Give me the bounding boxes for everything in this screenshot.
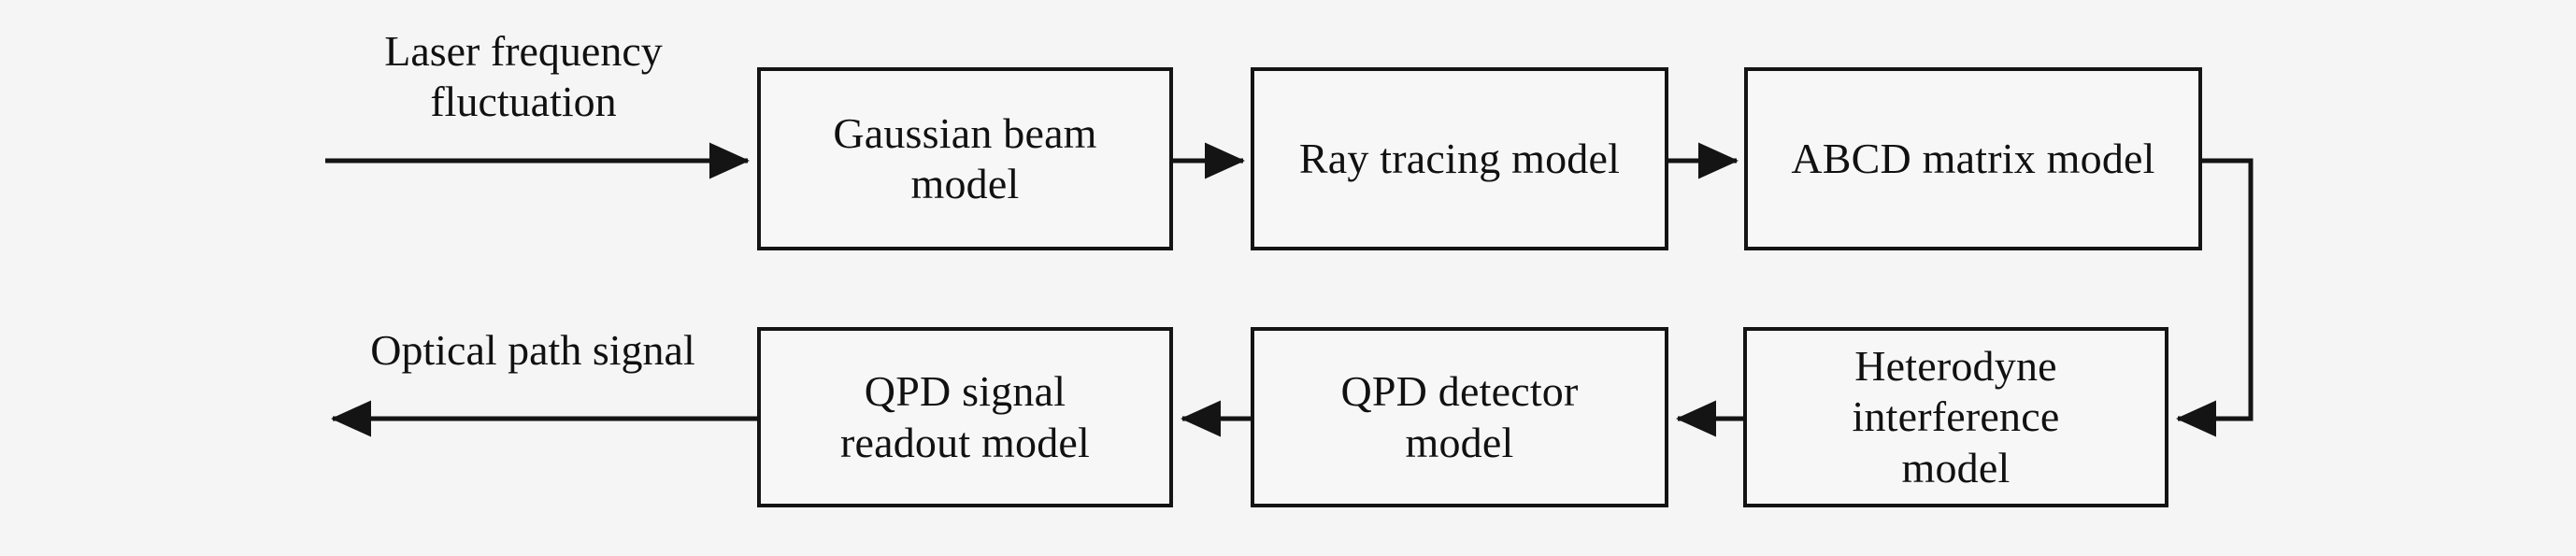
node-abcd-matrix-model[interactable]: ABCD matrix model: [1744, 67, 2202, 250]
node-ray-tracing-model[interactable]: Ray tracing model: [1251, 67, 1668, 250]
node-heterodyne-interference-model[interactable]: Heterodyne interference model: [1743, 327, 2168, 507]
output-label: Optical path signal: [370, 326, 695, 374]
input-label: Laser frequency fluctuation: [384, 27, 663, 126]
node-qpd-signal-readout-model[interactable]: QPD signal readout model: [757, 327, 1173, 507]
node-qpd-detector-model[interactable]: QPD detector model: [1251, 327, 1668, 507]
node-gaussian-beam-model[interactable]: Gaussian beam model: [757, 67, 1173, 250]
